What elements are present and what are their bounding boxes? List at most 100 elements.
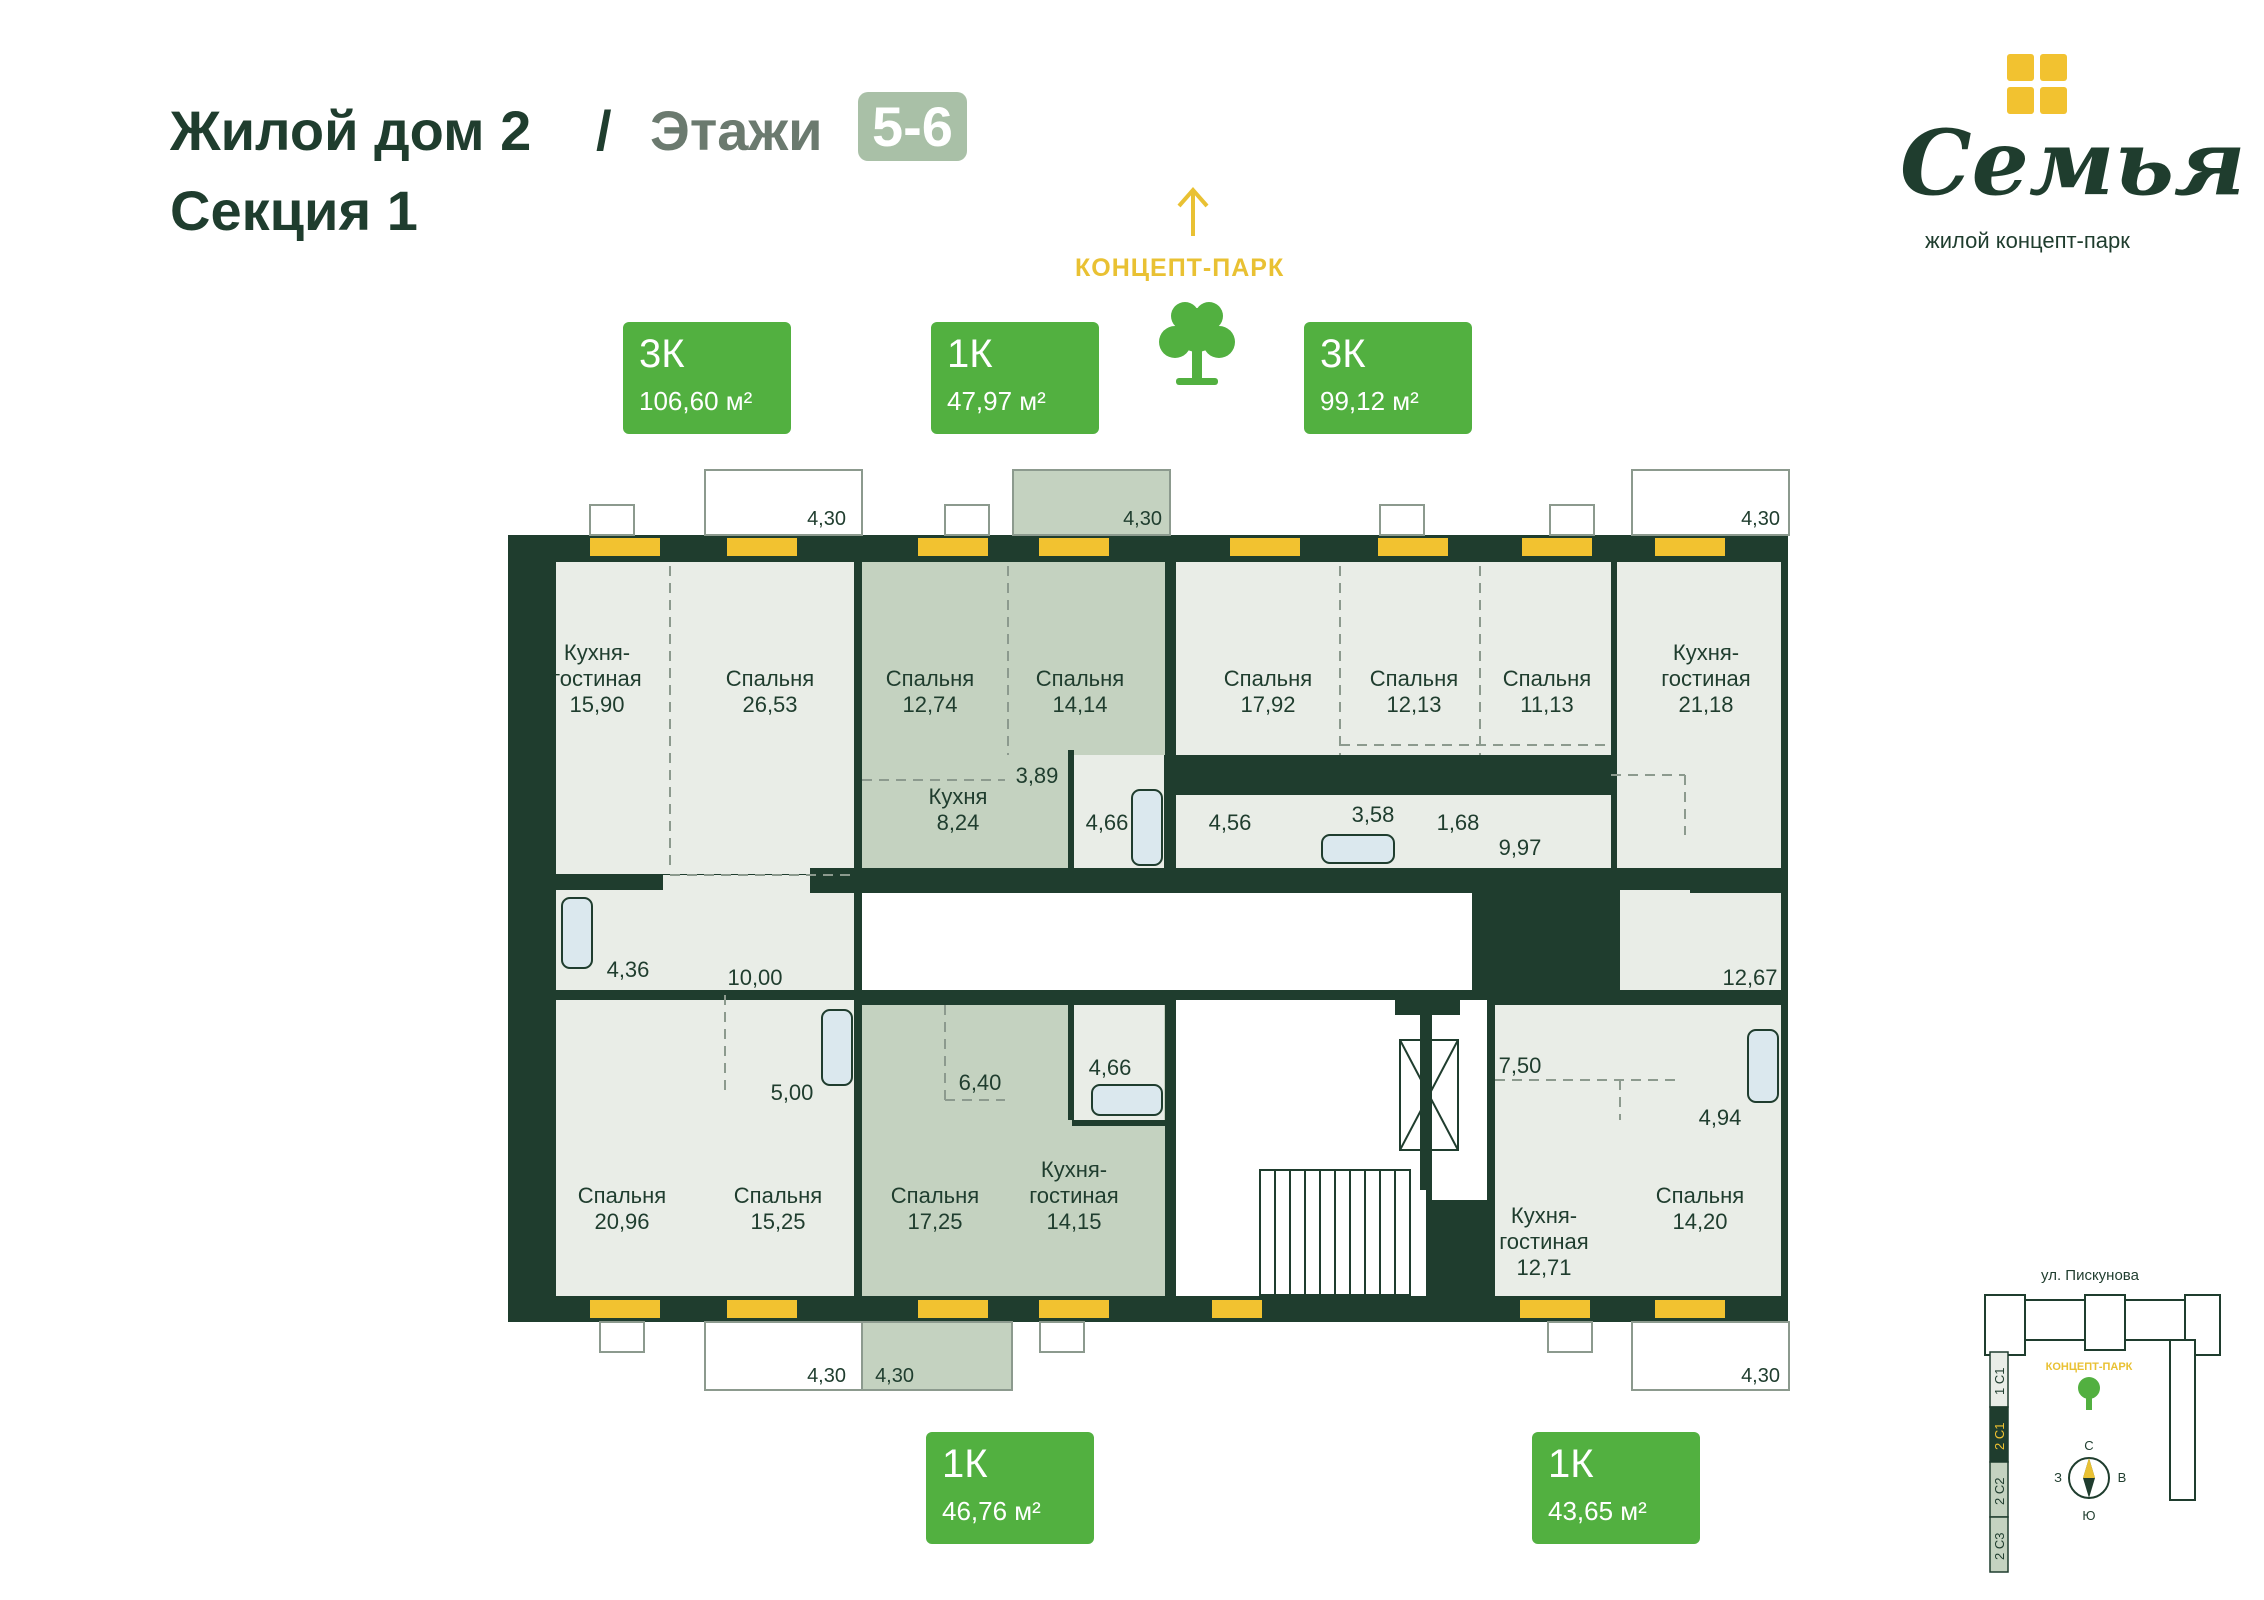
room-area: 17,92 <box>1240 692 1295 717</box>
room-area: 14,20 <box>1672 1209 1727 1234</box>
street-label: ул. Пискунова <box>2041 1267 2140 1284</box>
area-value: 6,40 <box>959 1070 1002 1095</box>
room-area: 8,24 <box>937 810 980 835</box>
area-value: 4,94 <box>1699 1105 1742 1130</box>
room-area: 26,53 <box>742 692 797 717</box>
apartment-type: 3К <box>1320 332 1366 376</box>
room-name: гостиная <box>1499 1229 1588 1254</box>
balcony-area: 4,30 <box>875 1365 914 1387</box>
apartment-badge[interactable]: 3К 106,60 м² <box>623 322 791 434</box>
room-area: 21,18 <box>1678 692 1733 717</box>
minimap-park-label: КОНЦЕПТ-ПАРК <box>2046 1361 2133 1373</box>
balconies <box>704 469 1790 1391</box>
room-name: гостиная <box>1029 1183 1118 1208</box>
apartment-type: 1К <box>1548 1442 1594 1486</box>
room-area: 20,96 <box>594 1209 649 1234</box>
area-value: 1,68 <box>1437 810 1480 835</box>
partition-walls <box>556 562 1788 1296</box>
area-value: 4,66 <box>1086 810 1129 835</box>
room-name: Спальня <box>886 666 974 691</box>
bathtub-icons <box>561 789 1779 1116</box>
section-label: 1 С1 <box>1992 1368 2007 1395</box>
room-area: 17,25 <box>907 1209 962 1234</box>
room-name: Кухня- <box>1511 1203 1577 1228</box>
room-area: 15,90 <box>569 692 624 717</box>
area-labels: 3,89 4,66 4,56 3,58 1,68 9,97 4,36 10,00… <box>607 763 1778 1130</box>
room-name: Спальня <box>1036 666 1124 691</box>
area-value: 4,66 <box>1089 1055 1132 1080</box>
room-name: Спальня <box>578 1183 666 1208</box>
tree-icon <box>1159 302 1235 385</box>
park-label: КОНЦЕПТ-ПАРК <box>1075 254 1285 282</box>
room-name: Кухня- <box>564 640 630 665</box>
apartment-area: 99,12 м² <box>1320 386 1419 416</box>
logo-wordmark: Семья <box>1900 110 2246 216</box>
room-area: 12,71 <box>1516 1255 1571 1280</box>
balcony-area: 4,30 <box>1741 508 1780 530</box>
room-name: Кухня <box>929 784 988 809</box>
compass-south: Ю <box>2082 1508 2095 1523</box>
room-labels: Кухня- гостиная 15,90 Спальня 26,53 Спал… <box>552 640 1750 1280</box>
room-name: Спальня <box>1503 666 1591 691</box>
apartment-badge[interactable]: 3К 99,12 м² <box>1304 322 1472 434</box>
french-balconies <box>589 504 1595 1353</box>
room-area: 14,14 <box>1052 692 1107 717</box>
compass-east: В <box>2118 1470 2127 1485</box>
compass-icon <box>2068 1457 2110 1499</box>
arrow-up-icon <box>1177 186 1209 236</box>
apartment-area: 43,65 м² <box>1548 1496 1647 1526</box>
apartment-type: 1К <box>947 332 993 376</box>
floors-badge: 5-6 <box>858 92 967 161</box>
zone-dashes <box>669 566 1686 1120</box>
apartment-type: 1К <box>942 1442 988 1486</box>
balcony-labels: 4,30 4,30 4,30 4,30 4,30 4,30 <box>807 508 1780 1387</box>
building-title: Жилой дом 2 <box>170 99 532 162</box>
room-area: 15,25 <box>750 1209 805 1234</box>
apartment-area: 46,76 м² <box>942 1496 1041 1526</box>
room-name: Кухня- <box>1041 1157 1107 1182</box>
room-name: гостиная <box>1661 666 1750 691</box>
room-fills <box>556 562 1781 1296</box>
compass-north: С <box>2084 1438 2093 1453</box>
area-value: 3,58 <box>1352 802 1395 827</box>
balcony-area: 4,30 <box>807 508 846 530</box>
room-name: Кухня- <box>1673 640 1739 665</box>
room-name: Спальня <box>726 666 814 691</box>
balcony-area: 4,30 <box>1741 1365 1780 1387</box>
balcony-area: 4,30 <box>1123 508 1162 530</box>
room-name: Спальня <box>891 1183 979 1208</box>
room-area: 11,13 <box>1520 692 1573 717</box>
room-name: Спальня <box>1370 666 1458 691</box>
area-value: 5,00 <box>771 1080 814 1105</box>
logo-subtitle: жилой концепт-парк <box>1925 228 2130 253</box>
balcony-area: 4,30 <box>807 1365 846 1387</box>
minimap-tree-icon <box>2078 1377 2100 1410</box>
area-value: 3,89 <box>1016 763 1059 788</box>
area-value: 9,97 <box>1499 835 1542 860</box>
area-value: 7,50 <box>1499 1053 1542 1078</box>
stairwell <box>1259 1039 1459 1296</box>
area-value: 4,56 <box>1209 810 1252 835</box>
compass-west: З <box>2054 1470 2062 1485</box>
section-label: 2 С2 <box>1992 1478 2007 1505</box>
location-minimap: ул. Пискунова 1 С1 2 С1 2 С2 2 С3 КОНЦЕП… <box>1984 1267 2221 1573</box>
section-title: Секция 1 <box>170 179 418 242</box>
title-separator: / <box>596 99 612 162</box>
room-name: Спальня <box>1224 666 1312 691</box>
section-label-current: 2 С1 <box>1992 1423 2007 1450</box>
apartment-badge[interactable]: 1К 47,97 м² <box>931 322 1099 434</box>
room-name: гостиная <box>552 666 641 691</box>
apartment-badge[interactable]: 1К 46,76 м² <box>926 1432 1094 1544</box>
area-value: 4,36 <box>607 957 650 982</box>
room-area: 12,74 <box>902 692 957 717</box>
room-area: 14,15 <box>1046 1209 1101 1234</box>
windows <box>590 538 1725 1318</box>
apartment-area: 47,97 м² <box>947 386 1046 416</box>
apartment-badge[interactable]: 1К 43,65 м² <box>1532 1432 1700 1544</box>
room-name: Спальня <box>734 1183 822 1208</box>
apartment-area: 106,60 м² <box>639 386 753 416</box>
section-label: 2 С3 <box>1992 1533 2007 1560</box>
room-area: 12,13 <box>1386 692 1441 717</box>
area-value: 10,00 <box>727 965 782 990</box>
